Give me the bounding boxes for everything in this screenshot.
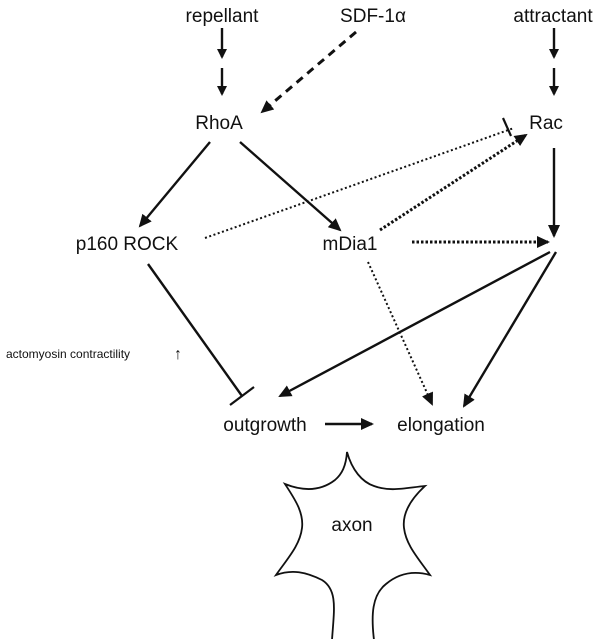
label-axon: axon <box>331 515 372 536</box>
edge-mdia1-to-rac <box>379 133 528 232</box>
label-elongation: elongation <box>397 415 485 436</box>
edge-junction-to-elongation <box>462 251 558 408</box>
label-attractant: attractant <box>513 6 593 27</box>
up-arrow-icon: ↑ <box>174 346 182 363</box>
label-actomyosin-contractility: actomyosin contractility <box>6 347 130 361</box>
label-p160-rock: p160 ROCK <box>76 234 179 255</box>
label-rhoa: RhoA <box>195 113 243 134</box>
edge-mdia1-to-elongation <box>367 261 433 406</box>
edge-rhoa-to-rock <box>138 141 211 228</box>
inhibit-bar-rac <box>501 117 513 137</box>
label-mdia1: mDia1 <box>323 234 378 255</box>
edge-rhoa-to-mdia1 <box>239 141 342 232</box>
edge-sdf-to-rhoa <box>260 30 357 114</box>
edge-rock-inhibits-outgrowth <box>147 263 243 397</box>
edge-junction-to-outgrowth <box>278 250 551 398</box>
label-outgrowth: outgrowth <box>223 415 306 436</box>
label-sdf1a: SDF-1α <box>340 6 406 27</box>
inhibit-bar-outgrowth <box>229 386 255 406</box>
label-rac: Rac <box>529 113 563 134</box>
edge-rock-inhibits-rac <box>204 127 515 239</box>
label-repellant: repellant <box>186 6 260 27</box>
axon-cell-shape <box>273 451 433 639</box>
